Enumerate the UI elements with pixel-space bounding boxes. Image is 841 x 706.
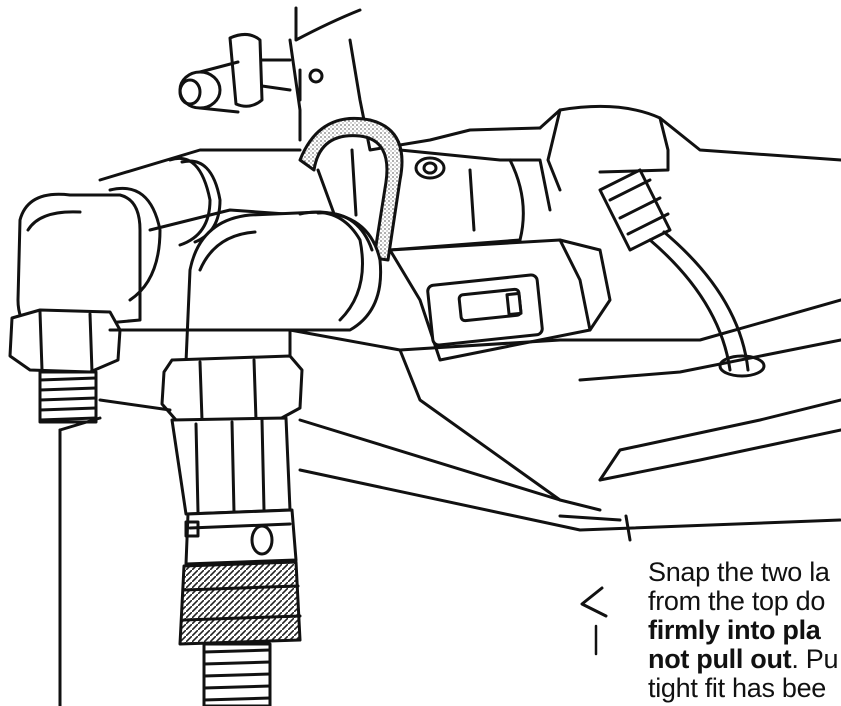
rear-thread: [38, 370, 98, 424]
callout-pointer: [580, 586, 608, 656]
front-elbow-fitting: [160, 210, 383, 706]
base-tray: [58, 298, 841, 706]
instruction-line-1: Snap the two la: [648, 557, 830, 587]
tube-fitting: [598, 168, 766, 378]
instruction-text: Snap the two la from the top do firmly i…: [648, 558, 841, 703]
instruction-line-5: tight fit has bee: [648, 673, 827, 703]
instruction-text-block: Snap the two la from the top do firmly i…: [648, 556, 841, 706]
instruction-line-4: not pull out. Pu: [648, 644, 839, 674]
instruction-line-2: from the top do: [648, 586, 826, 616]
instruction-line-3: firmly into pla: [648, 615, 821, 645]
rear-elbow-fitting: [8, 186, 162, 424]
front-thread: [202, 642, 272, 706]
valve-body: [388, 238, 612, 362]
machine-body-top: [178, 6, 841, 192]
rear-pipe-run: [98, 148, 552, 252]
